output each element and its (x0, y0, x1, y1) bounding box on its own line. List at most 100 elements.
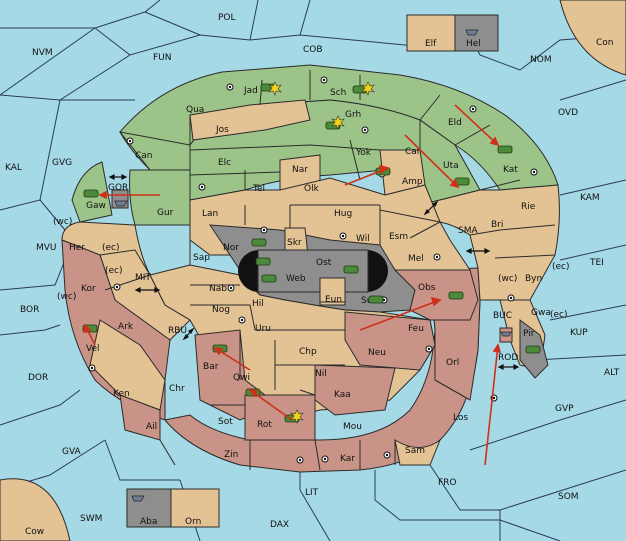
svg-text:Sch: Sch (330, 88, 346, 98)
svg-text:Cow: Cow (25, 527, 44, 537)
svg-text:Hel: Hel (466, 39, 481, 49)
svg-text:Bri: Bri (491, 220, 503, 230)
svg-text:ALT: ALT (604, 368, 620, 378)
svg-text:Chp: Chp (299, 347, 317, 357)
svg-text:GVA: GVA (62, 447, 82, 457)
svg-text:Car: Car (405, 147, 421, 157)
army-icon[interactable] (82, 83, 541, 423)
svg-text:(ec): (ec) (550, 310, 568, 320)
svg-text:Yok: Yok (355, 148, 372, 158)
svg-text:Ken: Ken (113, 389, 130, 399)
svg-text:Zin: Zin (224, 450, 238, 460)
svg-text:Jos: Jos (215, 125, 229, 135)
svg-text:TEI: TEI (589, 258, 604, 268)
svg-text:Ark: Ark (118, 322, 134, 332)
svg-text:Obs: Obs (418, 283, 436, 293)
svg-text:Neu: Neu (368, 348, 386, 358)
svg-text:Sam: Sam (405, 446, 425, 456)
svg-text:Los: Los (453, 413, 468, 423)
svg-text:Byn: Byn (525, 274, 542, 284)
svg-text:Olk: Olk (304, 184, 320, 194)
svg-text:(ec): (ec) (552, 262, 570, 272)
svg-text:Rie: Rie (521, 202, 536, 212)
svg-text:Grh: Grh (345, 110, 361, 120)
region-Hel[interactable] (454, 14, 499, 52)
svg-text:Kaa: Kaa (334, 390, 351, 400)
supply-center-icon (88, 76, 538, 464)
svg-text:Rot: Rot (257, 420, 272, 430)
arrow-order-icon (83, 104, 502, 466)
svg-text:Orl: Orl (446, 358, 459, 368)
svg-text:LIT: LIT (305, 488, 319, 498)
svg-text:ROD: ROD (498, 353, 518, 363)
svg-text:Feu: Feu (408, 324, 424, 334)
svg-text:NVM: NVM (32, 48, 53, 58)
svg-text:GOR: GOR (108, 183, 128, 193)
svg-text:(ec): (ec) (102, 243, 120, 253)
svg-text:SWM: SWM (80, 514, 102, 524)
fleet-icon[interactable] (114, 29, 512, 502)
region-Jos[interactable] (189, 99, 311, 141)
svg-text:COB: COB (303, 45, 323, 55)
svg-text:Eld: Eld (448, 118, 462, 128)
svg-text:GVP: GVP (555, 404, 574, 414)
svg-text:RBU: RBU (168, 326, 187, 336)
svg-text:Hil: Hil (252, 299, 264, 309)
svg-text:Jad: Jad (243, 86, 258, 96)
region-Elf[interactable] (406, 14, 456, 52)
svg-text:Qwi: Qwi (233, 373, 250, 383)
svg-text:KAM: KAM (580, 193, 600, 203)
region-Sam[interactable] (394, 438, 442, 466)
svg-text:Gaw: Gaw (86, 201, 106, 211)
region-Neu-Feu[interactable] (344, 311, 436, 371)
svg-text:Ail: Ail (146, 422, 157, 432)
svg-text:Mel: Mel (408, 254, 424, 264)
svg-text:FUN: FUN (153, 53, 172, 63)
svg-text:MIT: MIT (135, 273, 151, 283)
svg-text:(wc): (wc) (57, 292, 76, 302)
svg-text:SOM: SOM (558, 492, 579, 502)
svg-text:NOM: NOM (530, 55, 552, 65)
region-Orn[interactable] (170, 488, 220, 528)
svg-text:Gwa: Gwa (531, 308, 551, 318)
svg-text:Kat: Kat (503, 165, 518, 175)
svg-text:Can: Can (135, 151, 153, 161)
svg-text:KAL: KAL (5, 163, 22, 173)
region-Obs[interactable] (393, 269, 479, 321)
svg-text:DOR: DOR (28, 373, 48, 383)
svg-text:Elc: Elc (218, 158, 231, 168)
svg-text:DAX: DAX (270, 520, 289, 530)
svg-text:Nor: Nor (223, 243, 239, 253)
svg-text:Con: Con (596, 38, 614, 48)
svg-text:Elf: Elf (425, 39, 437, 49)
svg-text:Esm: Esm (389, 232, 408, 242)
svg-text:Her: Her (69, 243, 85, 253)
svg-text:Uta: Uta (443, 161, 459, 171)
svg-text:Eun: Eun (325, 295, 342, 305)
svg-text:Nar: Nar (292, 165, 308, 175)
convoy-double-arrow-icon (108, 174, 520, 370)
svg-text:Ost: Ost (316, 258, 332, 268)
svg-text:(wc): (wc) (53, 217, 72, 227)
svg-text:Skr: Skr (287, 238, 302, 248)
svg-text:BOR: BOR (20, 305, 39, 315)
region-Rot[interactable] (244, 394, 316, 441)
svg-text:Kor: Kor (81, 284, 96, 294)
svg-text:Nab: Nab (209, 284, 227, 294)
svg-text:Aba: Aba (140, 517, 157, 527)
svg-text:KUP: KUP (570, 328, 588, 338)
svg-text:(wc): (wc) (498, 274, 517, 284)
svg-text:Sot: Sot (218, 417, 233, 427)
svg-text:BUC: BUC (493, 311, 512, 321)
region-Aba[interactable] (126, 488, 172, 528)
region-Kaa[interactable] (314, 364, 396, 416)
svg-text:Amp: Amp (402, 177, 423, 187)
svg-text:Lan: Lan (202, 209, 218, 219)
svg-text:Hug: Hug (334, 209, 352, 219)
svg-text:Qua: Qua (186, 105, 204, 115)
svg-text:Gur: Gur (157, 208, 174, 218)
inner-borders (99, 70, 556, 471)
